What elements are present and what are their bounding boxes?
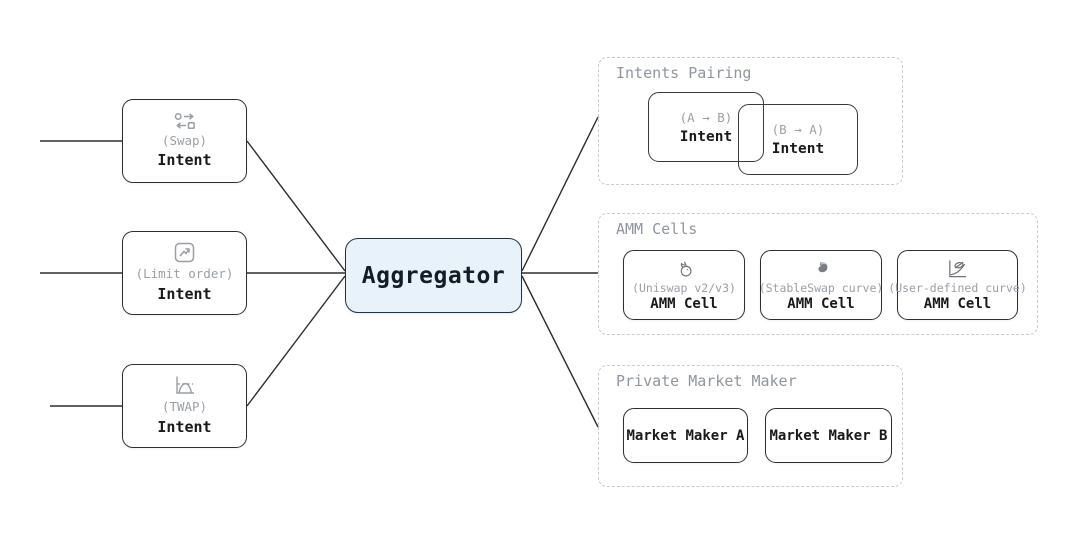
amm-cell-label: AMM Cell bbox=[787, 296, 855, 312]
amm-cell-type-label: (StableSwap curve) bbox=[758, 281, 884, 295]
amm-cell-type-label: (User-defined curve) bbox=[888, 281, 1027, 295]
limit-order-icon bbox=[174, 242, 195, 263]
section-title-amm-cells: AMM Cells bbox=[616, 220, 698, 238]
intent-label: Intent bbox=[771, 141, 825, 157]
market-maker-b-node: Market Maker B bbox=[765, 408, 892, 463]
market-maker-label: Market Maker A bbox=[626, 427, 745, 444]
amm-cell-stableswap: (StableSwap curve) AMM Cell bbox=[758, 250, 884, 320]
aggregator-node: Aggregator bbox=[345, 238, 522, 313]
aggregator-label: Aggregator bbox=[361, 262, 506, 289]
twap-icon bbox=[173, 375, 196, 396]
section-title-private-market-maker: Private Market Maker bbox=[616, 372, 797, 390]
section-intents-pairing bbox=[598, 57, 903, 185]
intent-type-label: (Limit order) bbox=[135, 266, 234, 282]
section-private-market-maker bbox=[598, 365, 903, 487]
section-title-intents-pairing: Intents Pairing bbox=[616, 64, 752, 82]
market-maker-a-node: Market Maker A bbox=[623, 408, 748, 463]
uniswap-icon bbox=[673, 258, 695, 280]
intent-node-swap: (Swap) Intent bbox=[122, 99, 247, 183]
amm-cell-uniswap: (Uniswap v2/v3) AMM Cell bbox=[623, 250, 745, 320]
paired-intent-a-to-b: (A → B) Intent bbox=[648, 92, 764, 162]
intent-label: Intent bbox=[157, 151, 212, 170]
intent-type-label: (A → B) bbox=[679, 109, 733, 125]
intent-label: Intent bbox=[157, 284, 212, 303]
intent-label: Intent bbox=[679, 128, 733, 145]
amm-cell-type-label: (Uniswap v2/v3) bbox=[632, 281, 736, 295]
intent-label: Intent bbox=[157, 417, 212, 436]
swap-icon bbox=[174, 112, 196, 130]
stableswap-icon bbox=[810, 258, 832, 280]
intent-node-twap: (TWAP) Intent bbox=[122, 364, 247, 448]
amm-cell-label: AMM Cell bbox=[923, 296, 992, 312]
amm-cell-user-defined: (User-defined curve) AMM Cell bbox=[888, 250, 1027, 320]
intent-type-label: (B → A) bbox=[771, 122, 825, 137]
market-maker-label: Market Maker B bbox=[769, 427, 888, 444]
user-defined-curve-icon bbox=[946, 258, 969, 280]
amm-cell-label: AMM Cell bbox=[650, 296, 718, 312]
section-amm-cells bbox=[598, 213, 1038, 335]
intent-type-label: (TWAP) bbox=[161, 399, 208, 415]
intent-type-label: (Swap) bbox=[161, 132, 208, 148]
paired-intent-b-to-a: (B → A) Intent bbox=[738, 104, 858, 175]
intent-node-limit-order: (Limit order) Intent bbox=[122, 231, 247, 315]
